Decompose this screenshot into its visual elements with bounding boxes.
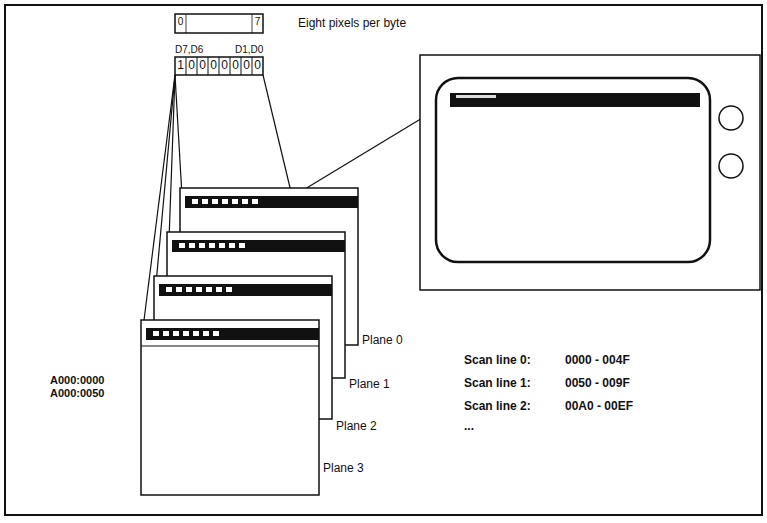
address-label: A000:0050 [50,387,104,399]
address-range: 0000 - 004F [565,354,630,367]
bit-value: 1 [177,59,184,72]
bit-value: 0 [221,59,228,72]
plane-3 [141,320,319,495]
pixel-row [175,14,263,33]
pixel-index: 0 [178,16,184,27]
bit-value: 0 [243,59,250,72]
plane-label: Plane 2 [336,420,377,433]
scan-line-label: Scan line 0: [464,354,531,367]
ellipsis: ... [464,420,474,433]
frame [5,5,762,515]
bit-label: D1,D0 [235,44,263,55]
caption-note: Eight pixels per byte [298,17,406,30]
plane-label: Plane 0 [362,334,403,347]
scan-line-label: Scan line 2: [464,400,531,413]
bit-value: 0 [210,59,217,72]
scan-line-label: Scan line 1: [464,377,531,390]
address-range: 0050 - 009F [565,377,630,390]
bit-value: 0 [188,59,195,72]
bit-value: 0 [254,59,261,72]
bit-value: 0 [232,59,239,72]
bit-value: 0 [199,59,206,72]
pixel-index: 7 [255,16,261,27]
monitor [420,55,760,290]
plane-label: Plane 3 [323,462,364,475]
address-range: 00A0 - 00EF [565,400,633,413]
bit-row [175,57,263,75]
address-label: A000:0000 [50,374,104,386]
bit-label: D7,D6 [175,44,203,55]
plane-label: Plane 1 [349,378,390,391]
